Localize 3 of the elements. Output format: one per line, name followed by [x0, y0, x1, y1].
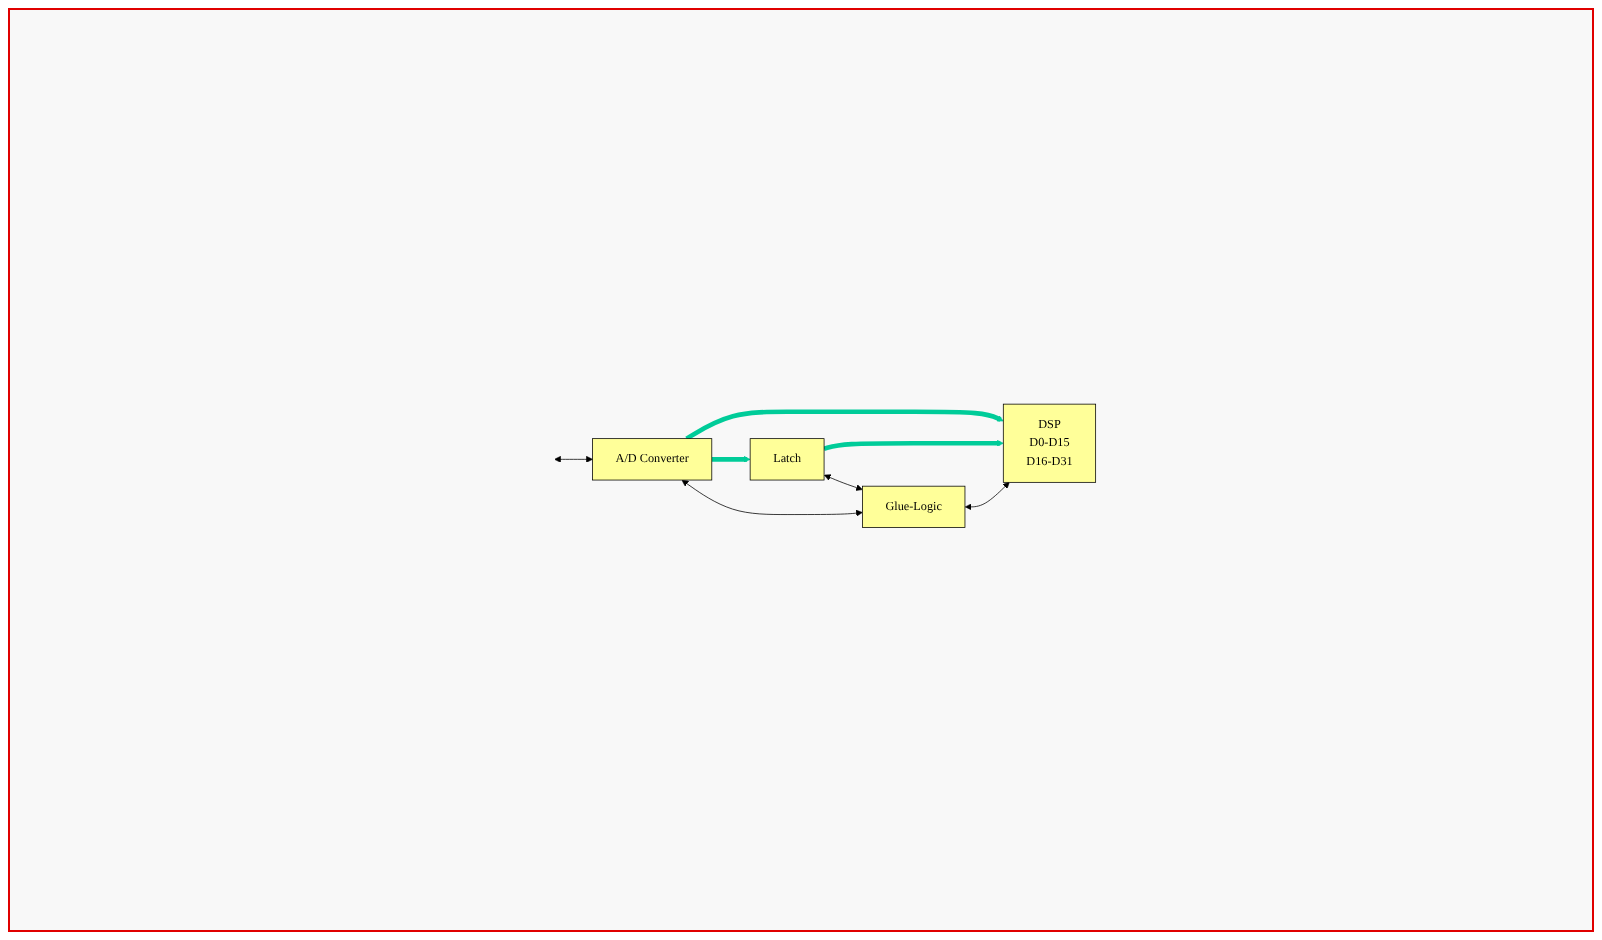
arrow — [684, 408, 1003, 440]
arrow — [822, 439, 1003, 451]
arrow — [710, 455, 750, 462]
